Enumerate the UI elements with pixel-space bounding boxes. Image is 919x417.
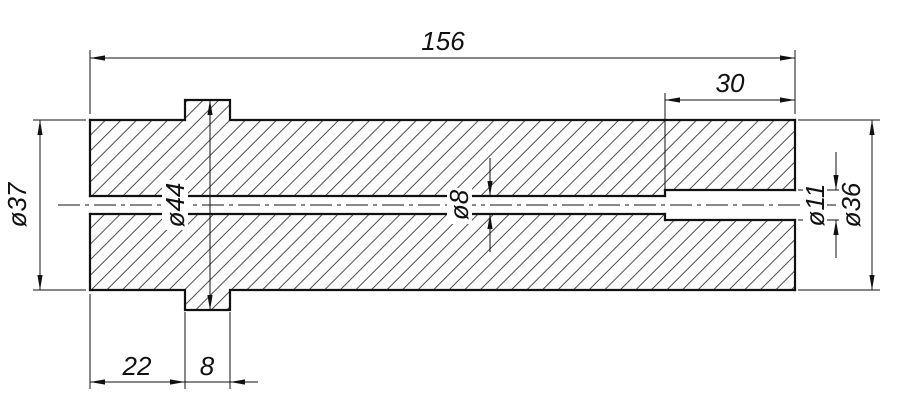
section-hatch-lower [90,214,795,310]
dim-text-dia-flange: ø44 [160,183,190,228]
dim-flange-width: 8 [185,312,258,389]
dim-text-dia-body-right: ø36 [836,182,866,227]
dim-text-bore-depth: 30 [716,68,745,98]
dim-left-section-length: 22 [89,294,186,389]
dim-text-dia-bore: ø11 [800,184,830,227]
section-hatch-upper [90,100,795,196]
dim-overall-length: 156 [89,26,796,114]
dim-text-left-section-length: 22 [122,351,152,381]
dim-dia-body-left: ø37 [2,119,86,291]
dim-text-flange-width: 8 [200,351,215,381]
outer-profile-bottom [88,288,797,312]
dim-text-overall-length: 156 [421,26,465,56]
dim-text-mask [162,180,188,230]
dim-dia-flange: ø44 [160,100,213,310]
dim-text-mask [839,182,863,228]
dim-dia-bore: ø11 [798,152,843,258]
dim-bore-depth: 30 [664,68,795,190]
dim-dia-hole: ø8 [444,158,493,252]
dim-text-mask [803,185,827,225]
dim-text-mask [447,188,472,224]
dim-text-dia-hole: ø8 [444,189,474,220]
dim-dia-body-right: ø36 [798,119,880,291]
dim-text-dia-body-left: ø37 [2,181,32,227]
counterbore-contour [663,188,797,222]
